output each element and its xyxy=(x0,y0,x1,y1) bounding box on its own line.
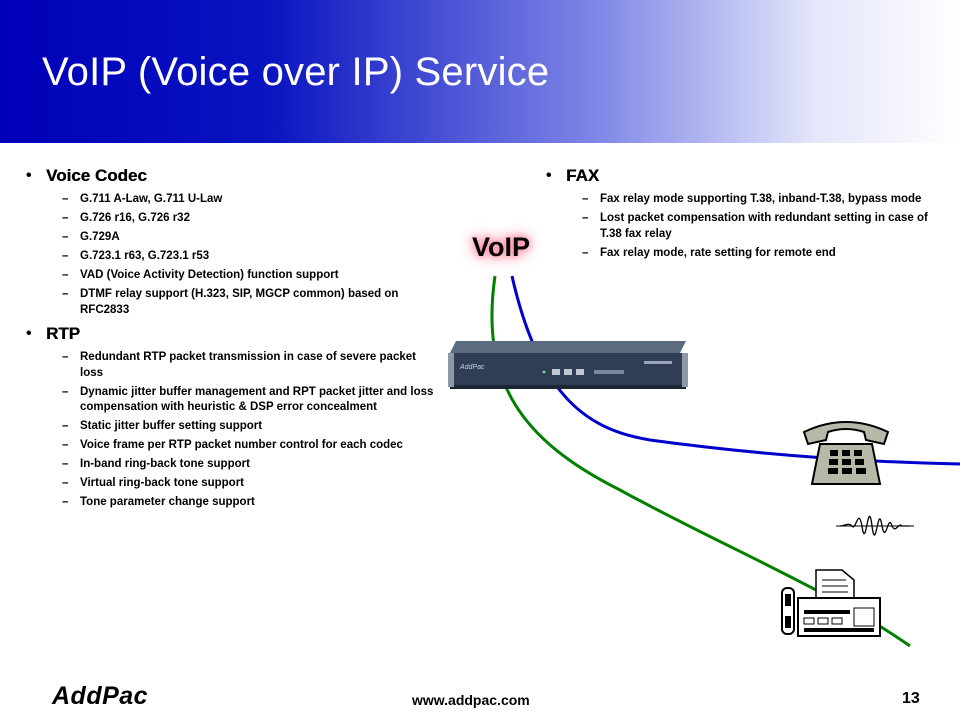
bullet-icon: • xyxy=(26,167,32,184)
list-item: –G.726 r16, G.726 r32 xyxy=(62,212,190,224)
bullet-icon: • xyxy=(26,325,32,342)
section-title: FAX xyxy=(566,166,600,185)
list-item: –In-band ring-back tone support xyxy=(62,458,250,470)
section-title: Voice Codec xyxy=(46,166,147,185)
telephone-icon xyxy=(802,421,890,485)
fax-list: –Fax relay mode supporting T.38, inband-… xyxy=(566,192,936,261)
right-column: • FAX –Fax relay mode supporting T.38, i… xyxy=(546,166,936,267)
addpac-logo: AddPac xyxy=(52,682,149,710)
section-rtp: • RTP –Redundant RTP packet transmission… xyxy=(26,324,434,511)
footer-url[interactable]: www.addpac.com xyxy=(412,692,530,708)
bullet-icon: • xyxy=(546,167,552,184)
rtp-list: –Redundant RTP packet transmission in ca… xyxy=(46,350,434,511)
list-item: –G.711 A-Law, G.711 U-Law xyxy=(62,193,223,205)
list-item: –Lost packet compensation with redundant… xyxy=(582,212,928,240)
header-banner: VoIP (Voice over IP) Service xyxy=(0,0,960,143)
codec-list: –G.711 A-Law, G.711 U-Law –G.726 r16, G.… xyxy=(46,192,434,318)
list-item: –G.729A xyxy=(62,231,120,243)
page-title: VoIP (Voice over IP) Service xyxy=(42,50,550,94)
waveform-icon xyxy=(836,515,914,536)
list-item: –Redundant RTP packet transmission in ca… xyxy=(62,351,416,379)
voip-label: VoIP xyxy=(472,232,531,262)
list-item: –Tone parameter change support xyxy=(62,496,255,508)
list-item: –Virtual ring-back tone support xyxy=(62,477,244,489)
list-item: –G.723.1 r63, G.723.1 r53 xyxy=(62,250,210,262)
list-item: –Fax relay mode, rate setting for remote… xyxy=(582,246,836,259)
list-item: –Dynamic jitter buffer management and RP… xyxy=(62,385,434,414)
list-item: –DTMF relay support (H.323, SIP, MGCP co… xyxy=(62,288,399,316)
list-item: –Static jitter buffer setting support xyxy=(62,420,263,432)
section-title: RTP xyxy=(46,324,80,343)
list-item: –Voice frame per RTP packet number contr… xyxy=(62,439,403,451)
list-item: –Fax relay mode supporting T.38, inband-… xyxy=(582,193,922,205)
left-column: • Voice Codec –G.711 A-Law, G.711 U-Law … xyxy=(26,166,434,517)
list-item: –VAD (Voice Activity Detection) function… xyxy=(62,269,339,281)
section-voice-codec: • Voice Codec –G.711 A-Law, G.711 U-Law … xyxy=(26,166,434,318)
svg-text:AddPac: AddPac xyxy=(459,364,485,371)
fax-machine-icon xyxy=(781,569,881,637)
section-fax: • FAX –Fax relay mode supporting T.38, i… xyxy=(546,166,936,261)
page-number: 13 xyxy=(902,690,920,707)
voip-gateway-icon: AddPac xyxy=(448,341,688,389)
